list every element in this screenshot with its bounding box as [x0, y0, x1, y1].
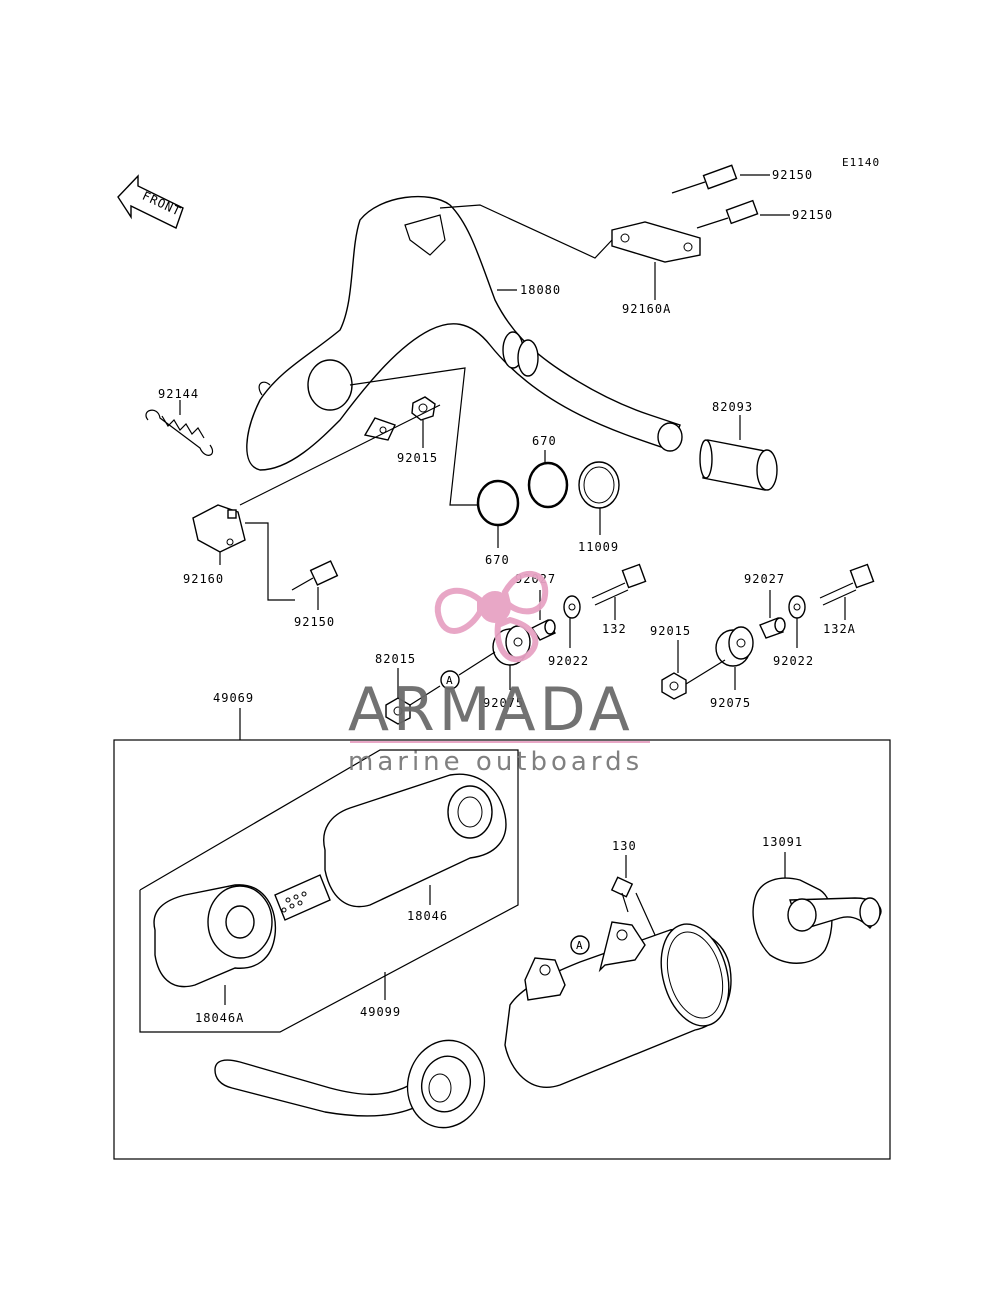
label-13091: 13091 — [762, 835, 803, 849]
label-92075-left: 92075 — [483, 696, 524, 710]
collar-92027-right — [759, 617, 786, 639]
label-92022-left: 92022 — [548, 654, 589, 668]
label-92160A: 92160A — [622, 302, 671, 316]
label-92150-top: 92150 — [772, 168, 813, 182]
propeller-logo-icon — [434, 571, 549, 663]
bolt-132A — [819, 563, 875, 606]
label-92022-right: 92022 — [773, 654, 814, 668]
label-A-right: A — [576, 939, 584, 952]
diagram-code: E1140 — [842, 156, 880, 169]
perforated-core — [274, 874, 331, 921]
label-A-left: A — [446, 674, 454, 687]
label-11009: 11009 — [578, 540, 619, 554]
label-92144: 92144 — [158, 387, 199, 401]
label-132: 132 — [602, 622, 627, 636]
bolt-92150-left — [291, 560, 339, 591]
silencer-body — [504, 921, 732, 1088]
label-92150-mid: 92150 — [792, 208, 833, 222]
bracket-92160 — [192, 504, 246, 553]
collar-92027-left — [530, 619, 556, 641]
label-92075-right: 92075 — [710, 696, 751, 710]
silencer-assembly-frame — [113, 739, 891, 1160]
front-arrow-icon: FRONT — [117, 174, 184, 229]
label-18046: 18046 — [407, 909, 448, 923]
label-18080: 18080 — [520, 283, 561, 297]
spark-arrestor-13091 — [752, 877, 882, 964]
silencer-packing-frame — [139, 749, 519, 1033]
bolt-92150-top — [671, 164, 738, 194]
watermark-tagline: marine outboards — [348, 747, 643, 777]
ring-670-b — [527, 461, 569, 509]
label-92160: 92160 — [183, 572, 224, 586]
label-130: 130 — [612, 839, 637, 853]
label-49069: 49069 — [213, 691, 254, 705]
label-82093: 82093 — [712, 400, 753, 414]
packing-18046 — [323, 773, 507, 908]
grommet-92075-right — [715, 626, 754, 667]
nut-92015-right — [661, 672, 687, 700]
watermark: ARMADA marine outboards — [348, 571, 650, 777]
label-49099: 49099 — [360, 1005, 401, 1019]
label-132A: 132A — [823, 622, 856, 636]
nut-92015-upper — [411, 396, 436, 421]
watermark-brand: ARMADA — [348, 675, 634, 745]
washer-92022-left — [563, 595, 581, 619]
label-18046A: 18046A — [195, 1011, 244, 1025]
bracket-92160A — [611, 221, 701, 263]
spring-92144 — [145, 409, 214, 456]
label-92015-right: 92015 — [650, 624, 691, 638]
tail-pipe — [214, 1039, 486, 1129]
ring-670-a — [476, 479, 520, 527]
bolt-130 — [610, 876, 634, 913]
label-92027-right: 92027 — [744, 572, 785, 586]
bolt-132 — [591, 563, 647, 606]
washer-92022-right — [788, 595, 806, 619]
label-92015-upper: 92015 — [397, 451, 438, 465]
label-82015: 82015 — [375, 652, 416, 666]
label-670-bottom: 670 — [485, 553, 510, 567]
grommet-92075-left — [492, 625, 531, 666]
gasket-11009 — [578, 461, 620, 509]
label-92150-left: 92150 — [294, 615, 335, 629]
label-670-top: 670 — [532, 434, 557, 448]
expansion-chamber — [246, 195, 683, 471]
bolt-92150-mid — [696, 199, 759, 229]
sleeve-82093 — [699, 439, 778, 491]
packing-18046A — [153, 884, 277, 988]
